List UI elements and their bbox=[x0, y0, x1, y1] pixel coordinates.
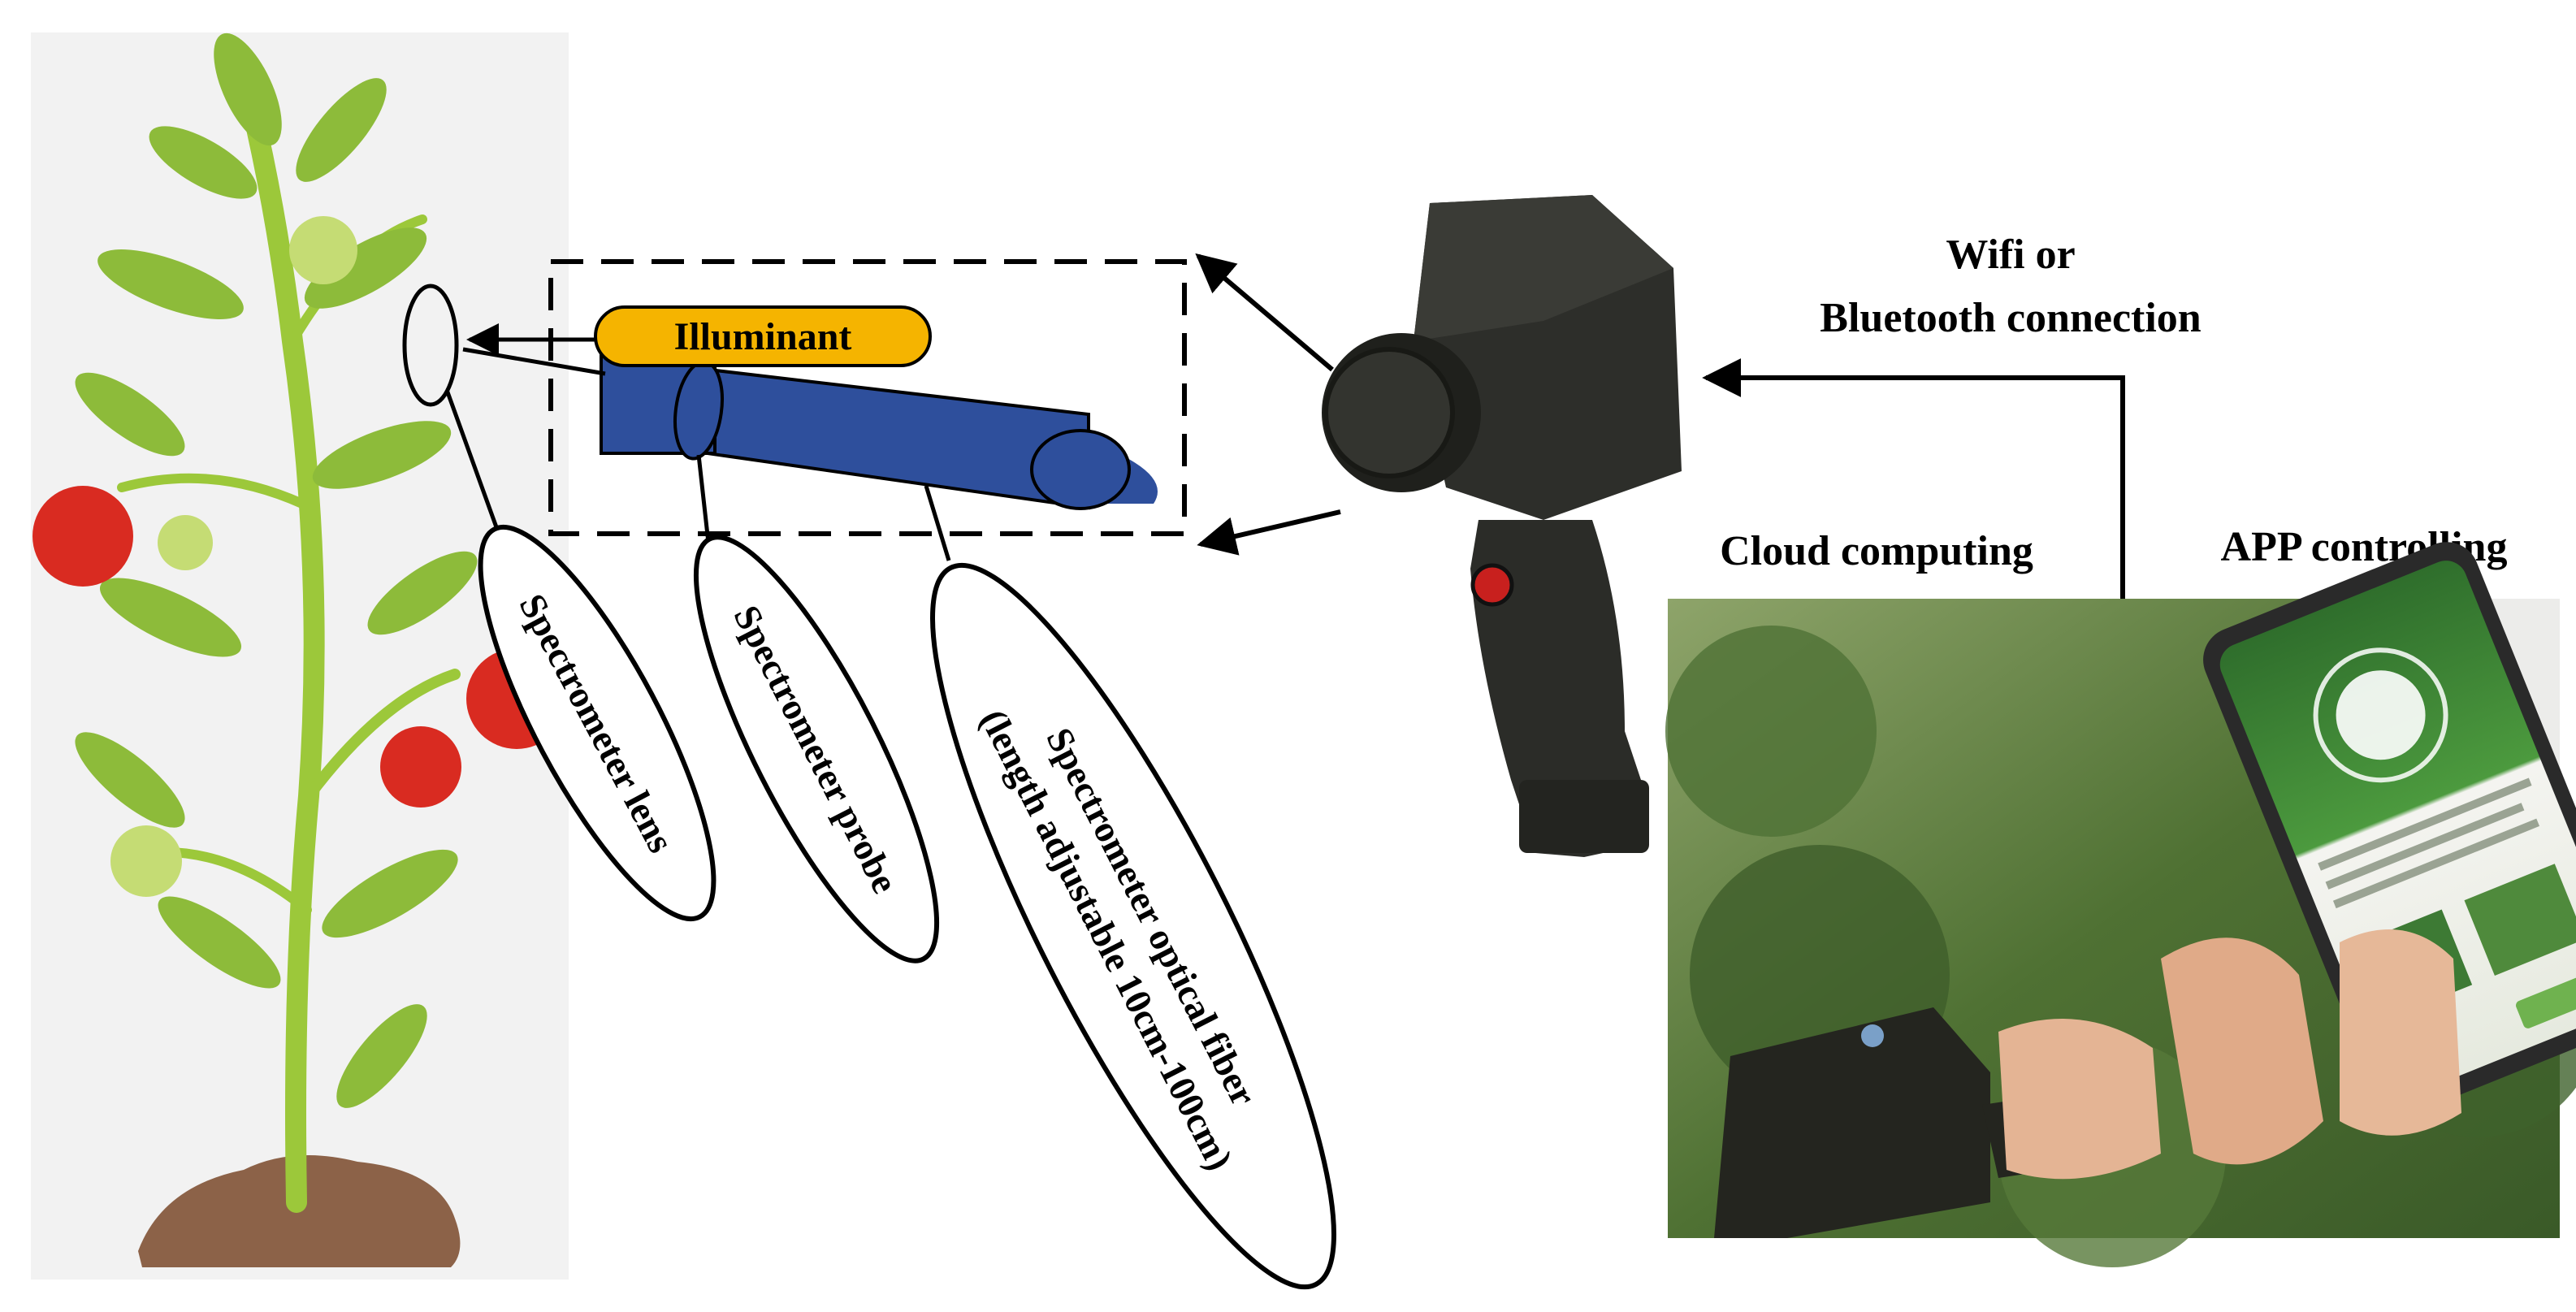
device-upper-face bbox=[1414, 195, 1673, 341]
photo-device bbox=[1714, 1007, 1990, 1238]
fiber-callout: Spectrometer optical fiber (length adjus… bbox=[930, 562, 1336, 1290]
app-text-block bbox=[2318, 777, 2532, 871]
connection-arrow bbox=[1702, 358, 2125, 601]
app-logo bbox=[2336, 670, 2426, 760]
plant-stem bbox=[233, 63, 325, 1213]
device-to-box-arrow-bottom bbox=[1197, 509, 1341, 556]
photo-foliage bbox=[1665, 626, 1877, 837]
tomato-red bbox=[32, 486, 133, 587]
plant-branch-right bbox=[303, 669, 461, 802]
photo-device-button bbox=[1861, 1024, 1884, 1047]
probe-zoom-box bbox=[548, 259, 1187, 536]
field-photo bbox=[1665, 542, 2576, 1267]
device-lens-cap bbox=[1323, 347, 1455, 478]
handheld-spectrometer-icon bbox=[1322, 195, 1682, 857]
lens-leader-line bbox=[444, 389, 502, 537]
device-to-box-arrow-top bbox=[1195, 253, 1334, 372]
illuminant-label: Illuminant bbox=[674, 315, 852, 358]
photo-thumb bbox=[2340, 929, 2461, 1136]
device-trigger-button bbox=[1470, 563, 1514, 607]
fiber-leader-line bbox=[924, 485, 951, 561]
probe-leader-line bbox=[696, 454, 711, 543]
spectrometer-lens-marker bbox=[402, 284, 459, 407]
tomato-green bbox=[289, 216, 357, 284]
app-logo-ring bbox=[2313, 647, 2448, 783]
tomato-red bbox=[380, 726, 461, 808]
connection-label-line2: Bluetooth connection bbox=[1820, 295, 2202, 341]
tomato-plant-icon bbox=[31, 32, 569, 1280]
app-action-button bbox=[2516, 970, 2576, 1028]
plant-leaves bbox=[75, 32, 478, 1108]
plant-branch-left bbox=[117, 473, 307, 509]
probe-assembly: Illuminant bbox=[548, 259, 1187, 536]
device-grip bbox=[1470, 520, 1641, 857]
cloud-computing-label: Cloud computing bbox=[1720, 528, 2033, 574]
fiber-end bbox=[1030, 429, 1131, 510]
tomato-green bbox=[110, 825, 182, 897]
device-grip-base bbox=[1519, 780, 1649, 853]
app-text-block bbox=[2332, 818, 2540, 909]
smartphone-icon bbox=[2203, 542, 2576, 1115]
illuminant-box bbox=[594, 305, 932, 367]
probe-lens-line bbox=[462, 347, 606, 376]
photo-hand bbox=[1998, 1019, 2161, 1180]
tomato-green bbox=[158, 515, 213, 570]
app-text-block bbox=[2325, 803, 2525, 890]
photo-hand bbox=[2161, 937, 2323, 1165]
connection-label-line1: Wifi or bbox=[1946, 232, 2075, 278]
app-thumbnail bbox=[2464, 864, 2576, 976]
